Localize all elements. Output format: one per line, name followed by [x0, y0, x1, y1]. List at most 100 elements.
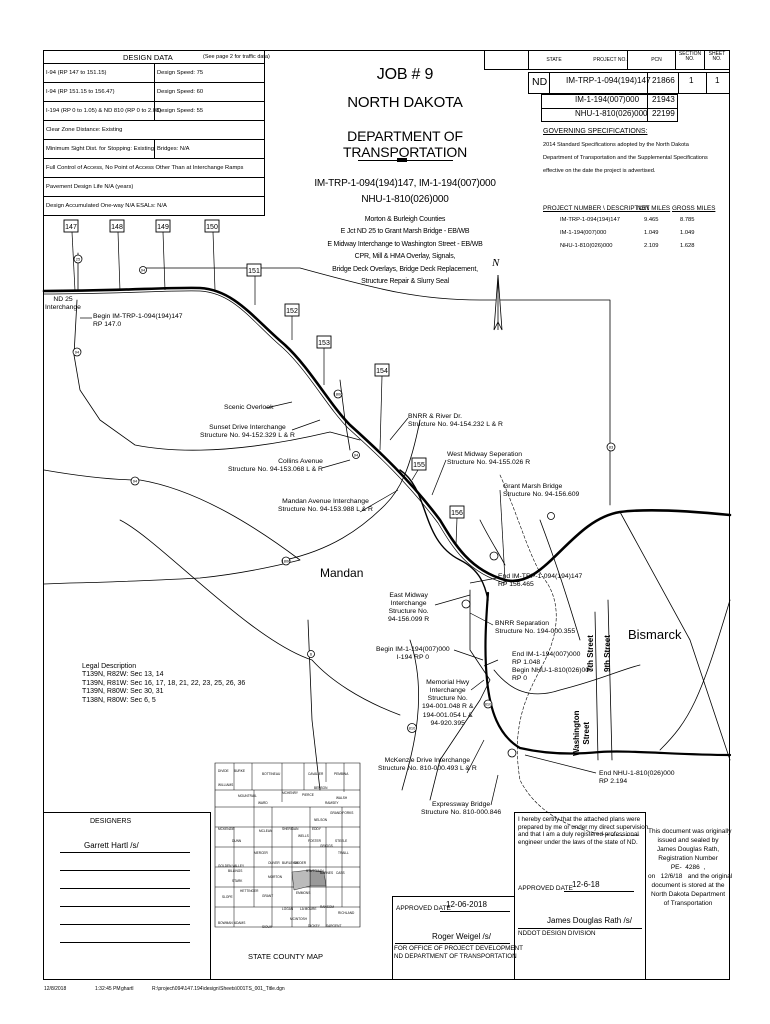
col-pcn: PCN [651, 57, 662, 63]
label-end-194: End IM-1-194(007)000 RP 1.048 Begin NHU-… [512, 651, 593, 683]
office-line-2: ND DEPARTMENT OF TRANSPORTATION [394, 953, 517, 960]
miles-col-project: PROJECT NUMBER \ DESCRIPTION [543, 205, 650, 212]
miles-project: IM-1-194(007)000 [560, 230, 607, 236]
county-name: MCLEAN [259, 829, 273, 833]
col-sheet: SHEET NO. [708, 51, 726, 63]
label-sunset: Sunset Drive Interchange Structure No. 9… [200, 424, 295, 440]
project-table: STATE PROJECT NO. PCN SECTION NO. SHEET … [484, 50, 730, 122]
miles-net: 9.465 [644, 217, 659, 223]
label-expressway: Expressway Bridge Structure No. 810-000.… [421, 801, 502, 817]
job-number: JOB # 9 [376, 66, 434, 83]
county-name: EMMONS [296, 891, 311, 895]
label-begin-trp: Begin IM-TRP-1-094(194)147 RP 147.0 [93, 313, 183, 329]
county-name: STEELE [335, 839, 348, 843]
county-name: MCHENRY [282, 791, 299, 795]
design-data-divider [154, 83, 155, 102]
footer-date: 12/8/2018 [44, 986, 67, 992]
route-shield: 810 [409, 726, 416, 731]
label-mckenzie: McKenzie Drive Interchange Structure No.… [378, 757, 477, 773]
county-name: BARNES [320, 871, 334, 875]
design-data-row-right: Design Speed: 60 [157, 89, 204, 95]
county-name: GOLDEN VALLEY [218, 864, 245, 868]
county-name: WARD [258, 801, 268, 805]
governing-line: 2014 Standard Specifications adopted by … [543, 142, 689, 148]
design-data-divider [154, 140, 155, 159]
county-name: EDDY [312, 827, 321, 831]
office-line-1: FOR OFFICE OF PROJECT DEVELOPMENT [394, 945, 523, 952]
rp-marker-box [63, 219, 79, 233]
label-collins: Collins Avenue Structure No. 94-153.068 … [228, 458, 323, 474]
design-data-divider [154, 102, 155, 121]
label-end-trp: End IM-TRP-1-094(194)147 RP 156.465 [498, 573, 583, 589]
project-number: IM-TRP-1-094(194)147 [566, 76, 651, 85]
project-number: IM-1-194(007)000 [575, 95, 640, 104]
governing-heading: GOVERNING SPECIFICATIONS: [543, 128, 648, 135]
miles-gross: 8.785 [680, 217, 695, 223]
miles-net: 2.109 [644, 243, 659, 249]
approved-date-2: 12-6-18 [572, 880, 600, 889]
project-description-line: E Jct ND 25 to Grant Marsh Bridge - EB/W… [340, 228, 470, 236]
county-name: MORTON [268, 875, 283, 879]
label-bnrr-sep: BNRR Separation Structure No. 194-000.35… [495, 620, 576, 636]
certification-box [514, 812, 646, 980]
state-name: NORTH DAKOTA [347, 94, 463, 111]
col-section: SECTION NO. [678, 51, 702, 63]
footer-time: 1:32:45 PM [95, 986, 121, 992]
county-name: LA MOURE [300, 907, 317, 911]
label-scenic: Scenic Overlook [224, 404, 274, 411]
county-name: OLIVER [268, 861, 280, 865]
label-washington: Washington Street [572, 710, 591, 756]
county-name: DICKEY [308, 924, 320, 928]
county-name: ADAMS [234, 921, 246, 925]
project-number: NHU-1-810(026)000 [575, 109, 648, 118]
miles-col-net: NET MILES [637, 205, 671, 212]
designers-heading: DESIGNERS [90, 818, 132, 825]
i194-nd810 [484, 591, 732, 757]
rp-marker-box [204, 219, 220, 233]
county-name: RAMSEY [325, 801, 339, 805]
label-east-midway: East Midway Interchange Structure No. 94… [388, 592, 430, 624]
project-description-line: Bridge Deck Overlays, Bridge Deck Replac… [332, 265, 478, 273]
approval-box [392, 896, 514, 980]
signer-1: Roger Weigel /s/ [432, 932, 491, 941]
rp-marker: 151 [248, 268, 260, 275]
county-name: DUNN [232, 839, 242, 843]
county-name: MCKENZIE [218, 827, 235, 831]
design-data-row [43, 178, 265, 197]
project-section: 1 [689, 76, 694, 85]
designers-box [43, 812, 211, 980]
project-description-line: Morton & Burleigh Counties [364, 216, 446, 223]
approved-label-1: APPROVED DATE [396, 905, 451, 912]
miles-col-gross: GROSS MILES [672, 205, 716, 212]
label-memorial: Memorial Hwy Interchange Structure No. 1… [422, 679, 474, 727]
county-name: PIERCE [302, 793, 314, 797]
miles-project: IM-TRP-1-094(194)147 [560, 217, 620, 223]
design-data-table: DESIGN DATA (See page 2 for traffic data… [43, 50, 270, 216]
approved-label-2: APPROVED DATE [518, 885, 573, 892]
design-data-row-left: Clear Zone Distance: Existing [46, 127, 123, 133]
label-bnrr-river: BNRR & River Dr. Structure No. 94-154.23… [408, 413, 503, 429]
project-description-line: CPR, Mill & HMA Overlay, Signals, [354, 253, 456, 261]
miles-gross: 1.628 [680, 243, 695, 249]
route-shield: 1806 [282, 559, 292, 564]
project-pcn: 21866 [652, 76, 675, 85]
label-9th-street: 9th Street [603, 635, 612, 672]
county-name: NELSON [314, 818, 328, 822]
design-data-note: (See page 2 for traffic data) [203, 54, 270, 60]
route-shield: 810 [485, 702, 492, 707]
project-sheet: 1 [715, 76, 720, 85]
governing-line: Department of Transportation and the Sup… [543, 155, 708, 161]
route-shield: 94 [133, 479, 138, 484]
design-data-row [43, 121, 265, 140]
certification-text: I hereby certify that the attached plans… [518, 816, 649, 846]
county-name: SHERIDAN [282, 827, 299, 831]
county-name: CASS [336, 871, 345, 875]
design-data-row [43, 197, 265, 216]
approved-date-1: 12-06-2018 [446, 900, 487, 909]
route-shield: 94 [141, 268, 146, 273]
design-data-row-right: Design Speed: 55 [157, 108, 204, 114]
county-name: BOTTINEAU [262, 772, 281, 776]
rp-marker: 153 [318, 340, 330, 347]
i94-mainline [42, 286, 732, 583]
label-mandan: Mandan [320, 566, 364, 580]
